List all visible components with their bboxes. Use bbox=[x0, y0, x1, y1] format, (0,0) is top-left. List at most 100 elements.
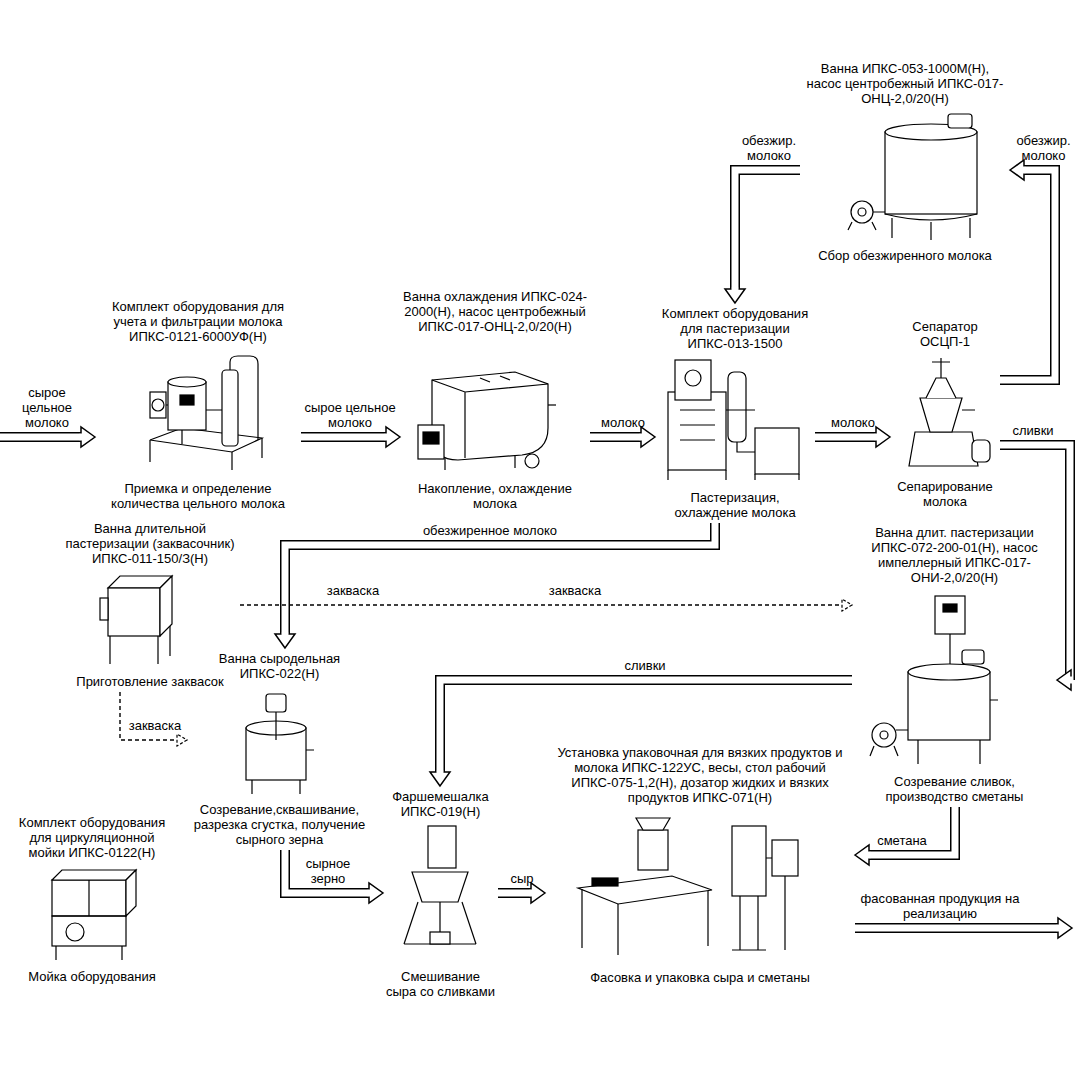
drawing-part bbox=[932, 358, 975, 410]
drawing-part bbox=[423, 432, 439, 444]
drawing-part bbox=[855, 923, 1059, 933]
flow-label: закваска bbox=[125, 718, 185, 733]
connector-part bbox=[875, 434, 878, 441]
starter-flow-arrow bbox=[240, 599, 852, 611]
cip-unit-drawing bbox=[52, 870, 136, 960]
flow-label: обезжиренное молоко bbox=[390, 523, 590, 538]
connector-part bbox=[590, 432, 642, 442]
connector-part bbox=[531, 883, 545, 903]
drawing-part bbox=[918, 700, 998, 764]
product-flow-arrow bbox=[1000, 160, 1055, 380]
equipment-heading: Ванна сыродельная ИПКС-022(Н) bbox=[189, 651, 370, 681]
flow-label: сыр bbox=[500, 871, 544, 886]
equipment-heading: Ванна длительной пастеризации (заквасочн… bbox=[62, 521, 238, 566]
drawing-part bbox=[772, 840, 798, 876]
drawing-part bbox=[885, 214, 977, 220]
drawing-part bbox=[432, 380, 548, 458]
connector-part bbox=[369, 883, 383, 903]
drawing-part bbox=[168, 382, 206, 430]
drawing-part bbox=[855, 925, 1059, 932]
drawing-part bbox=[110, 626, 170, 664]
product-flow-arrow bbox=[725, 170, 800, 303]
equipment-station: Ванна длит. пастеризации ИПКС-072-200-01… bbox=[852, 522, 1057, 807]
flow-label: фасованная продукция на реализацию bbox=[860, 891, 1020, 921]
process-caption: Пастеризация, охлаждение молока bbox=[657, 490, 813, 520]
connector-part bbox=[301, 432, 387, 442]
connector-part bbox=[498, 890, 532, 897]
drawing-part bbox=[66, 923, 84, 941]
drawing-part bbox=[885, 132, 977, 214]
flow-label: сырое цельное молоко bbox=[302, 400, 398, 430]
drawing-part bbox=[418, 425, 444, 459]
drawing-part bbox=[680, 410, 715, 440]
connector-part bbox=[498, 888, 532, 898]
drawing-part bbox=[56, 880, 122, 960]
connector-part bbox=[368, 890, 371, 897]
drawing-part bbox=[949, 634, 950, 664]
product-flow-arrow bbox=[285, 850, 383, 903]
starter-flow-arrow bbox=[120, 692, 187, 746]
metering-kit-drawing bbox=[150, 356, 262, 470]
drawing-part bbox=[926, 378, 956, 398]
flow-label: сливки bbox=[1004, 423, 1062, 438]
connector-part bbox=[815, 434, 877, 441]
drawing-part bbox=[920, 398, 962, 432]
product-flow-arrow bbox=[498, 883, 545, 903]
connector-part bbox=[725, 289, 745, 303]
drawing-part bbox=[908, 672, 990, 740]
drawing-part bbox=[230, 356, 258, 440]
flow-label: молоко bbox=[820, 415, 886, 430]
connector-part bbox=[855, 845, 869, 865]
packing-line-drawing bbox=[578, 818, 798, 955]
connector-part bbox=[1000, 170, 1055, 380]
connector-part bbox=[590, 434, 642, 441]
drawing-part bbox=[668, 410, 799, 480]
equipment-station: Ванна ИПКС-053-1000М(Н), насос центробеж… bbox=[800, 58, 1010, 266]
drawing-part bbox=[732, 826, 766, 896]
drawing-part bbox=[445, 455, 515, 470]
connector-part bbox=[530, 890, 533, 897]
product-flow-arrow bbox=[301, 427, 400, 447]
connector-part bbox=[732, 288, 739, 291]
connector-part bbox=[641, 427, 655, 447]
connector-part bbox=[735, 170, 800, 290]
drawing-part bbox=[851, 201, 873, 223]
drawing-part bbox=[578, 876, 712, 904]
connector-part bbox=[842, 599, 852, 611]
drawing-part bbox=[668, 392, 726, 470]
connector-part bbox=[385, 434, 388, 441]
drawing-part bbox=[428, 826, 456, 868]
connector-part bbox=[285, 523, 715, 635]
connector-part bbox=[640, 434, 643, 441]
process-caption: Мойка оборудования bbox=[14, 969, 170, 984]
mixer-drawing bbox=[404, 826, 476, 944]
product-flow-arrow bbox=[590, 427, 655, 447]
flow-label: сырое цельное молоко bbox=[3, 385, 91, 430]
drawing-part bbox=[858, 208, 866, 216]
equipment-heading: Сепаратор ОСЦП-1 bbox=[892, 319, 998, 349]
connector-part bbox=[285, 523, 715, 635]
connector-part bbox=[735, 170, 800, 290]
drawing-part bbox=[872, 723, 896, 747]
connector-part bbox=[301, 434, 387, 441]
drawing-part bbox=[126, 870, 136, 916]
connector-part bbox=[282, 633, 289, 636]
flow-label: молоко bbox=[594, 415, 652, 430]
equipment-heading: Ванна длит. пастеризации ИПКС-072-200-01… bbox=[854, 525, 1055, 585]
process-caption: Приготовление заквасок bbox=[62, 674, 238, 689]
equipment-heading: Комплект оборудования для учета и фильтр… bbox=[97, 299, 299, 344]
drawing-part bbox=[525, 454, 539, 468]
drawing-part bbox=[870, 730, 908, 756]
drawing-part bbox=[728, 372, 746, 442]
connector-part bbox=[1070, 677, 1073, 684]
equipment-station: Комплект оборудования для учета и фильтр… bbox=[95, 296, 301, 514]
drawing-part bbox=[908, 664, 990, 680]
connector-part bbox=[437, 771, 444, 774]
cooling-bath-drawing bbox=[418, 372, 556, 470]
equipment-station: Комплект оборудования для пастеризации И… bbox=[655, 303, 815, 523]
equipment-heading: Установка упаковочная для вязких продукт… bbox=[547, 745, 853, 805]
equipment-station: Комплект оборудования для циркуляционной… bbox=[12, 812, 172, 987]
drawing-part bbox=[404, 902, 476, 944]
flow-label: закваска bbox=[540, 583, 610, 598]
